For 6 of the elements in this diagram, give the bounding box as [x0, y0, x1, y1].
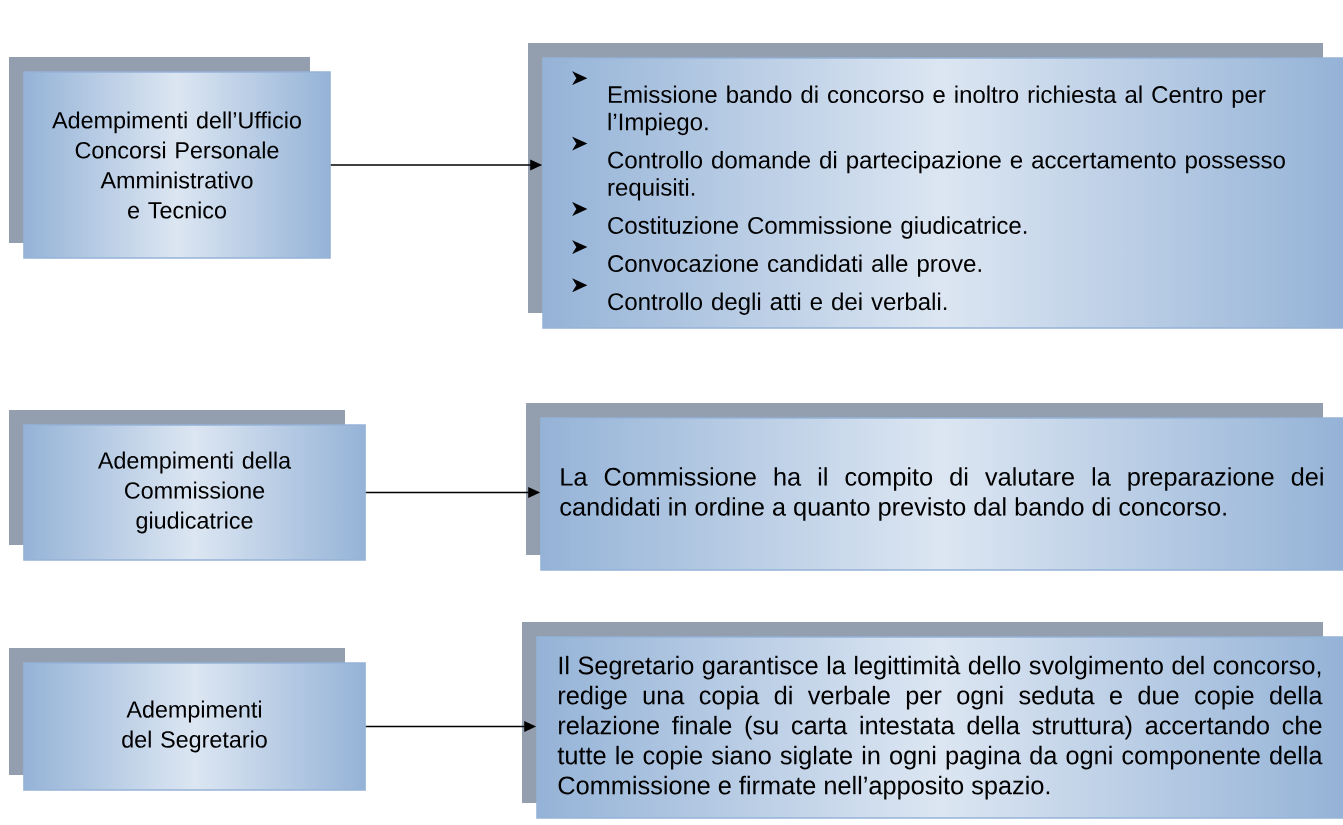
process-box: Il Segretario garantisce la legittimità dello svolgimento del concorso, redige una copia di verbale per ogni seduta e due copie della relazione finale (su carta intestata della struttura) accertando che tutte le copie siano siglate in ogni pagina da ogni componente della Commissione e firmate nell’apposito spazio.: [522, 622, 1343, 819]
process-box: Emissione bando di concorso e inoltro richiesta al Centro per l’Impiego. Controllo domande di partecipazione e accertamento possesso requisiti. Costituzione Commissione giudicatrice. Convocazione candidati alle prove. Controllo degli atti e dei verbali.: [528, 43, 1343, 329]
process-box: Adempimenti della Commissione giudicatrice: [9, 410, 366, 561]
process-box: Adempimenti del Segretario: [9, 648, 366, 791]
process-box: Adempimenti dell’Ufficio Concorsi Personale Amministrativo e Tecnico: [9, 57, 331, 259]
process-box: La Commissione ha il compito di valutare la preparazione dei candidati in ordine a quanto previsto dal bando di concorso.: [526, 403, 1343, 571]
